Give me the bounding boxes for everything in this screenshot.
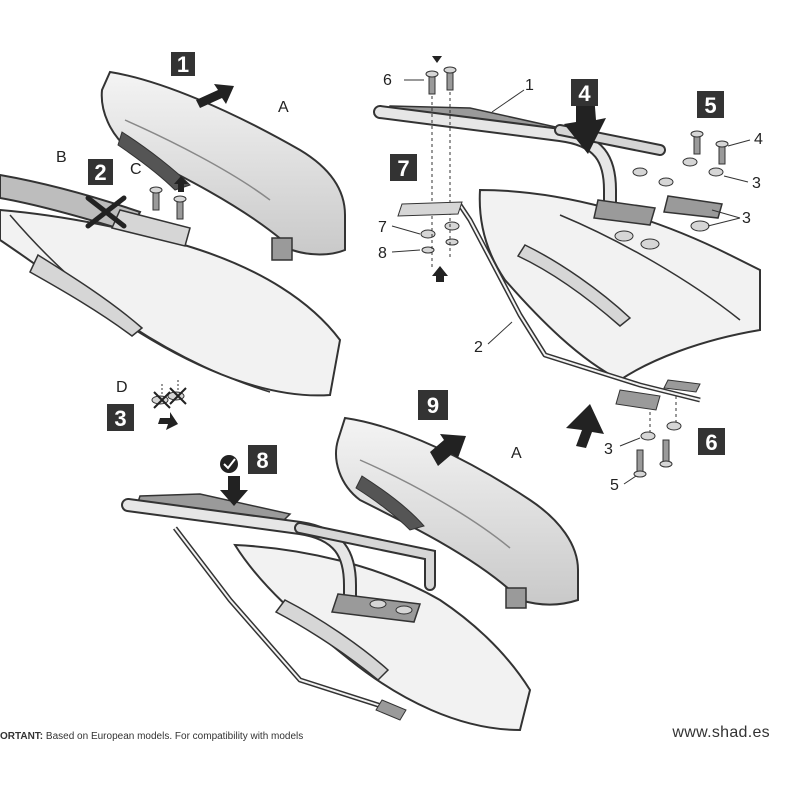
label-a-bottom: A xyxy=(511,445,522,462)
tail-vent-right xyxy=(516,244,632,327)
check-icon xyxy=(220,455,238,473)
svg-text:1: 1 xyxy=(177,52,189,77)
svg-text:3: 3 xyxy=(114,406,126,431)
arrow-icon xyxy=(220,476,248,506)
washer-icon xyxy=(420,157,724,254)
svg-text:5: 5 xyxy=(704,93,716,118)
label-d: D xyxy=(116,379,128,396)
label-4: 4 xyxy=(754,131,763,148)
screw-icon xyxy=(149,186,187,220)
step-badge-5: 5 xyxy=(697,91,724,118)
svg-text:8: 8 xyxy=(256,448,268,473)
arrow-icon xyxy=(432,266,448,282)
label-b: B xyxy=(56,149,67,166)
label-2: 2 xyxy=(474,339,483,356)
step-badge-3: 3 xyxy=(107,404,134,431)
arrow-icon xyxy=(566,404,604,448)
washer-icon xyxy=(640,421,682,441)
important-note: ORTANT: Based on European models. For co… xyxy=(0,731,304,742)
svg-text:4: 4 xyxy=(578,81,591,106)
step-badge-6: 6 xyxy=(698,428,725,455)
svg-text:2: 2 xyxy=(94,160,106,185)
nut-d xyxy=(151,380,185,405)
panel-final-fit xyxy=(121,416,579,732)
arrow-icon xyxy=(432,56,442,63)
label-1: 1 xyxy=(525,77,534,94)
step-badge-1: 1 xyxy=(171,52,195,77)
panel-rack-fit xyxy=(373,56,761,485)
panel-removal xyxy=(0,70,346,430)
website-url: www.shad.es xyxy=(672,724,770,741)
screw-icon xyxy=(633,439,673,478)
arrow-icon xyxy=(158,412,178,430)
label-3-c: 3 xyxy=(604,441,613,458)
label-7: 7 xyxy=(378,219,387,236)
label-8: 8 xyxy=(378,245,387,262)
svg-text:9: 9 xyxy=(427,393,439,418)
tail-vent-bottom xyxy=(274,599,390,682)
label-3-a: 3 xyxy=(752,175,761,192)
step-badges: 1 2 3 4 5 6 7 8 9 xyxy=(88,52,725,474)
label-3-b: 3 xyxy=(742,210,751,227)
seat-plate xyxy=(110,209,191,247)
tail-vent xyxy=(29,253,144,337)
washer-icon xyxy=(369,599,413,615)
step-badge-7: 7 xyxy=(390,154,417,181)
arrow-icon xyxy=(430,434,466,466)
label-c: C xyxy=(130,161,142,178)
label-6-top: 6 xyxy=(383,72,392,89)
part-labels: A B C D 1 6 4 3 3 7 8 2 3 5 A xyxy=(56,72,763,494)
arrow-icon xyxy=(174,176,188,192)
arrow-icon xyxy=(564,94,606,154)
svg-text:7: 7 xyxy=(397,156,409,181)
cross-icon xyxy=(85,195,127,229)
step-badge-2: 2 xyxy=(88,159,113,185)
label-5: 5 xyxy=(610,477,619,494)
label-a-top: A xyxy=(278,99,289,116)
arrow-icon xyxy=(196,84,234,108)
cross-icon xyxy=(153,387,187,409)
step-badge-9: 9 xyxy=(418,390,448,420)
screw-icon xyxy=(425,66,729,165)
step-badge-4: 4 xyxy=(571,79,598,106)
step-badge-8: 8 xyxy=(248,445,277,474)
svg-text:6: 6 xyxy=(705,430,717,455)
